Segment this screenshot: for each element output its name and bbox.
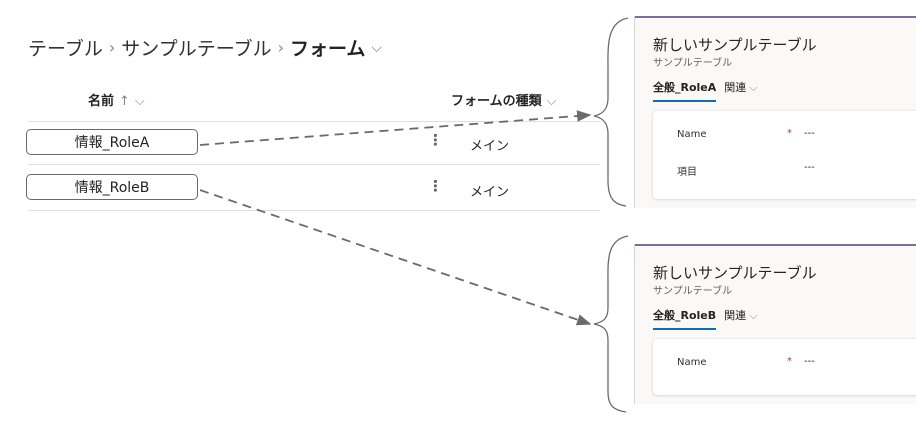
breadcrumb-separator: › (277, 38, 284, 57)
field-value[interactable]: --- (804, 162, 815, 173)
tab-related[interactable]: 関連⌵ (724, 307, 757, 327)
form-subtitle: サンプルテーブル (653, 58, 733, 69)
tab-general-rolea[interactable]: 全般_RoleA (653, 79, 717, 102)
field-value[interactable]: --- (804, 128, 815, 139)
form-preview-roleb: 新しいサンプルテーブル サンプルテーブル 全般_RoleB 関連⌵ Name *… (634, 244, 916, 404)
column-header-form-type[interactable]: フォームの種類 ⌵ (451, 90, 556, 109)
chevron-down-icon: ⌵ (134, 94, 145, 109)
breadcrumb-item-sample-table[interactable]: サンプルテーブル (121, 38, 272, 60)
tab-related-label: 関連 (724, 81, 747, 94)
column-header-name[interactable]: 名前 ↑ ⌵ (88, 90, 145, 109)
table-row-name-roleb[interactable]: 情報_RoleB (26, 174, 198, 200)
field-row-item: 項目 --- (653, 151, 916, 185)
field-value[interactable]: --- (804, 356, 815, 367)
chevron-down-icon: ⌵ (749, 309, 758, 322)
more-options-icon[interactable]: ⋮ (428, 131, 443, 149)
row-divider (28, 164, 600, 165)
more-options-icon[interactable]: ⋮ (428, 177, 443, 195)
table-row-name-rolea[interactable]: 情報_RoleA (26, 129, 198, 155)
field-label: Name (677, 357, 707, 368)
breadcrumb-item-forms: フォーム (289, 38, 366, 60)
row-divider (28, 121, 600, 122)
table-row-form-type: メイン (470, 185, 510, 200)
arrow-rolea (199, 110, 592, 146)
form-preview-rolea: 新しいサンプルテーブル サンプルテーブル 全般_RoleA 関連⌵ Name *… (634, 16, 916, 208)
brace-left (593, 17, 629, 207)
form-section-card: Name * --- 項目 --- (653, 111, 916, 199)
column-header-form-type-label: フォームの種類 (451, 94, 542, 109)
chevron-down-icon: ⌵ (546, 94, 557, 109)
chevron-down-icon: ⌵ (749, 81, 758, 94)
required-marker: * (787, 356, 792, 367)
breadcrumb-item-tables[interactable]: テーブル (28, 38, 103, 60)
form-title: 新しいサンプルテーブル (653, 264, 817, 282)
table-row-form-type: メイン (470, 139, 510, 154)
form-subtitle: サンプルテーブル (653, 286, 733, 297)
form-tabs: 全般_RoleB 関連⌵ (653, 307, 758, 330)
form-section-card: Name * --- (653, 339, 916, 395)
brace-left (593, 235, 629, 413)
field-row-name: Name * --- (653, 345, 916, 379)
breadcrumb: テーブル › サンプルテーブル › フォーム ⌵ (28, 34, 382, 61)
field-label: 項目 (677, 167, 697, 178)
required-marker: * (787, 128, 792, 139)
field-label: Name (677, 129, 707, 140)
sort-ascending-icon: ↑ (119, 94, 130, 109)
form-tabs: 全般_RoleA 関連⌵ (653, 79, 758, 102)
form-title: 新しいサンプルテーブル (653, 36, 817, 54)
tab-general-roleb[interactable]: 全般_RoleB (653, 307, 717, 330)
chevron-down-icon[interactable]: ⌵ (371, 39, 383, 56)
breadcrumb-separator: › (108, 38, 116, 57)
tab-related[interactable]: 関連⌵ (724, 79, 757, 99)
column-header-name-label: 名前 (88, 94, 115, 109)
tab-related-label: 関連 (724, 309, 747, 322)
row-divider (28, 210, 600, 211)
panel-top-bar (635, 16, 916, 18)
panel-top-bar (635, 244, 916, 246)
field-row-name: Name * --- (653, 117, 916, 151)
